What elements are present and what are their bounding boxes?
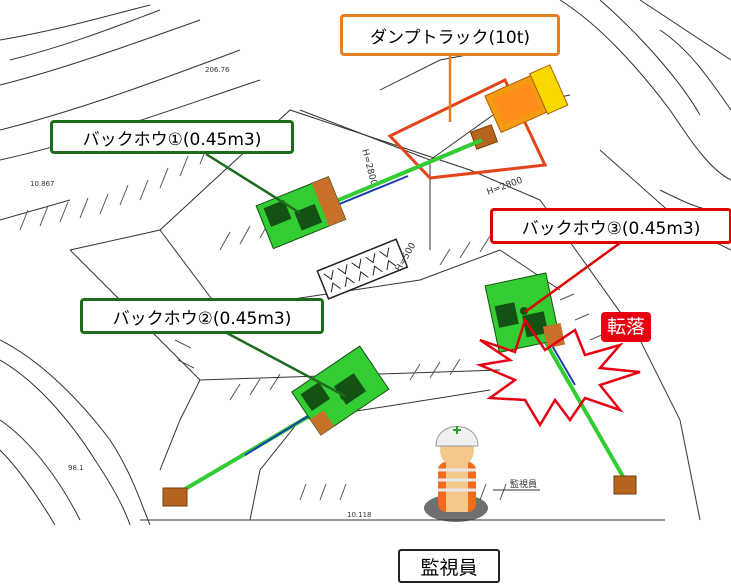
dump-truck [387, 64, 569, 180]
backhoe-3-callout: バックホウ③(0.45m3) [490, 208, 731, 244]
backhoe-2-label: バックホウ②(0.45m3) [112, 308, 292, 329]
elevation-label-3: 98.1 [68, 464, 84, 472]
supervisor-figure [424, 426, 488, 522]
elevation-label-2: 10.867 [30, 180, 55, 188]
impact-burst [475, 317, 641, 428]
material-pit [316, 238, 409, 300]
callout-leaders [205, 56, 621, 398]
backhoe-2 [162, 345, 390, 507]
supervisor-label: 監視員 [420, 556, 478, 579]
backhoe-1-callout: バックホウ①(0.45m3) [50, 120, 294, 154]
supervisor-note: 監視員 [510, 478, 537, 490]
dump-truck-callout: ダンプトラック(10t) [340, 14, 560, 56]
site-linework [0, 0, 731, 526]
supervisor-callout: 監視員 [398, 549, 500, 583]
elevation-label-1: 206.76 [205, 66, 230, 74]
dump-truck-label: ダンプトラック(10t) [369, 27, 531, 48]
backhoe-2-callout: バックホウ②(0.45m3) [80, 298, 324, 334]
slope-hatching [19, 143, 605, 501]
backhoe-3-label: バックホウ③(0.45m3) [521, 218, 701, 239]
accident-label: 転落 [601, 312, 652, 342]
height-label-1: H=2800 [359, 148, 378, 187]
backhoe-1-label: バックホウ①(0.45m3) [82, 129, 262, 150]
elevation-label-4: 10.118 [347, 511, 372, 519]
backhoe-3 [484, 272, 637, 495]
backhoe-1 [255, 138, 483, 250]
